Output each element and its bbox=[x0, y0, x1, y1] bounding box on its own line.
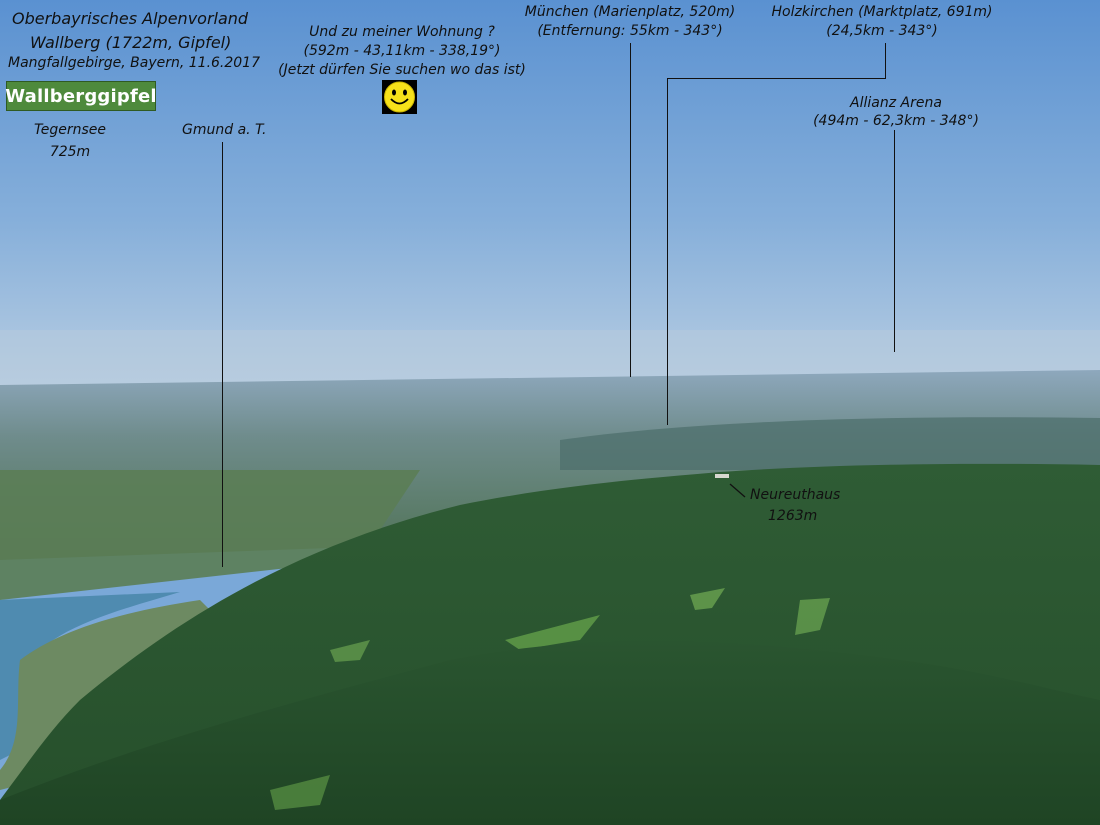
distant-hills bbox=[560, 417, 1100, 470]
gmund-label: Gmund a. T. bbox=[182, 122, 267, 138]
tegernsee-label: Tegernsee bbox=[33, 122, 107, 138]
allianz-arena-label: Allianz Arena bbox=[850, 95, 942, 111]
allianz-arena-pointer-line bbox=[894, 130, 895, 352]
neureuthaus-pointer-line bbox=[729, 483, 746, 498]
muenchen-data: (Entfernung: 55km - 343°) bbox=[537, 23, 723, 39]
holzkirchen-pointer-line bbox=[885, 43, 886, 78]
tegernsee-lake bbox=[0, 592, 180, 760]
wallberggipfel-logo: Wallberggipfel bbox=[5, 81, 157, 111]
muenchen-label: München (Marienplatz, 520m) bbox=[524, 4, 736, 20]
wohnung-data: (592m - 43,11km - 338,19°) bbox=[303, 43, 501, 59]
meadow bbox=[505, 615, 600, 650]
summit-name: Wallberg (1722m, Gipfel) bbox=[30, 33, 232, 52]
meadow bbox=[690, 588, 725, 610]
holzkirchen-pointer-line bbox=[667, 78, 668, 425]
foreland-fields bbox=[0, 470, 420, 600]
meadow bbox=[270, 775, 330, 810]
wohnung-question: Und zu meiner Wohnung ? bbox=[309, 24, 495, 40]
muenchen-pointer-line bbox=[630, 43, 631, 377]
gmund-pointer-line bbox=[222, 142, 223, 567]
neureuthaus-building bbox=[715, 474, 729, 478]
foreground-slope bbox=[0, 641, 1100, 825]
neureuthaus-altitude: 1263m bbox=[768, 508, 818, 524]
neureuthaus-label: Neureuthaus bbox=[750, 487, 841, 503]
allianz-arena-data: (494m - 62,3km - 348°) bbox=[813, 113, 979, 129]
smiley-icon bbox=[382, 80, 417, 114]
range-date: Mangfallgebirge, Bayern, 11.6.2017 bbox=[8, 55, 260, 71]
holzkirchen-pointer-line bbox=[667, 78, 886, 79]
wohnung-hint: (Jetzt dürfen Sie suchen wo das ist) bbox=[278, 62, 526, 78]
holzkirchen-label: Holzkirchen (Marktplatz, 691m) bbox=[771, 4, 993, 20]
holzkirchen-data: (24,5km - 343°) bbox=[826, 23, 938, 39]
meadow bbox=[330, 640, 370, 662]
tegernsee-altitude: 725m bbox=[49, 144, 91, 160]
meadow bbox=[795, 598, 830, 635]
location-title: Oberbayrisches Alpenvorland bbox=[12, 9, 249, 28]
